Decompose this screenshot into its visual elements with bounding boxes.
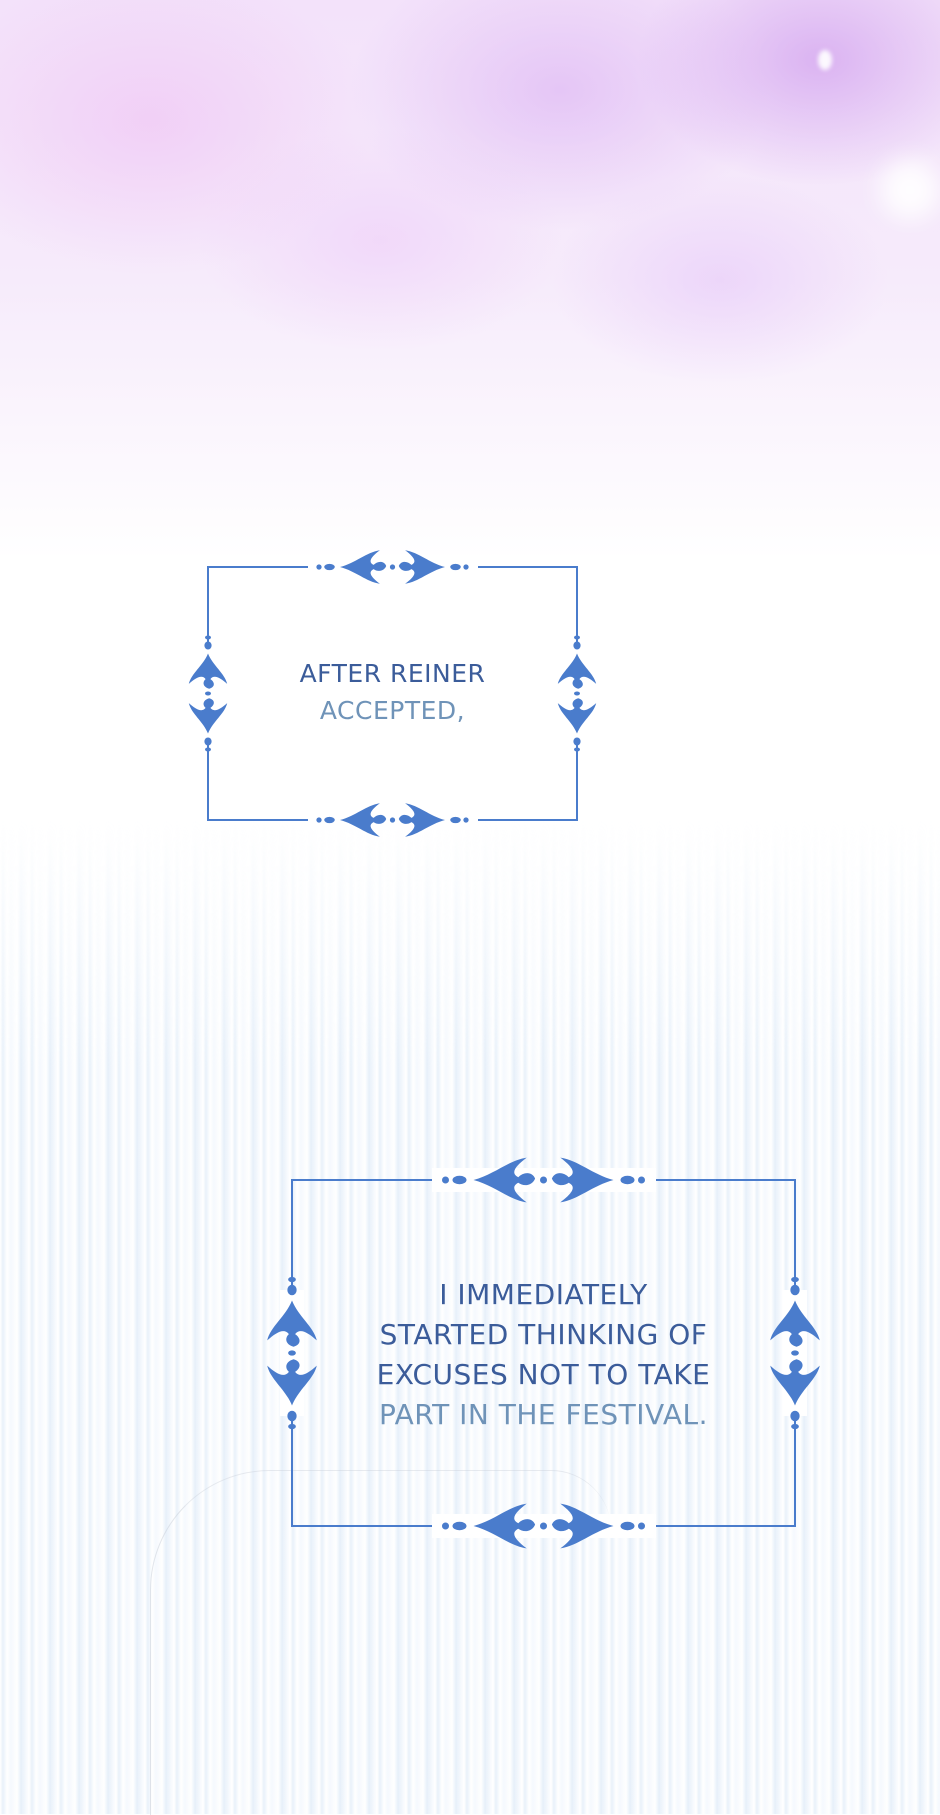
faint-figure-sketch	[150, 1470, 611, 1815]
narration-box-1: AFTER REINER ACCEPTED,	[188, 550, 597, 837]
caption-text: I IMMEDIATELY STARTED THINKING OF EXCUSE…	[292, 1275, 795, 1435]
caption-text: AFTER REINER ACCEPTED,	[208, 655, 577, 729]
sparkle	[818, 50, 832, 70]
caption-line: STARTED THINKING OF	[379, 1318, 708, 1351]
sparkle	[880, 160, 940, 220]
caption-line: EXCUSES NOT TO TAKE	[376, 1358, 711, 1391]
ornamental-frame	[188, 550, 597, 837]
narration-box-2: I IMMEDIATELY STARTED THINKING OF EXCUSE…	[267, 1157, 820, 1549]
caption-line: I IMMEDIATELY	[439, 1278, 648, 1311]
caption-line: ACCEPTED,	[319, 696, 466, 725]
ornamental-frame	[267, 1157, 820, 1549]
pink-cloud-sky-background	[0, 0, 940, 560]
caption-line: AFTER REINER	[299, 659, 486, 688]
caption-line: PART IN THE FESTIVAL.	[379, 1398, 708, 1431]
